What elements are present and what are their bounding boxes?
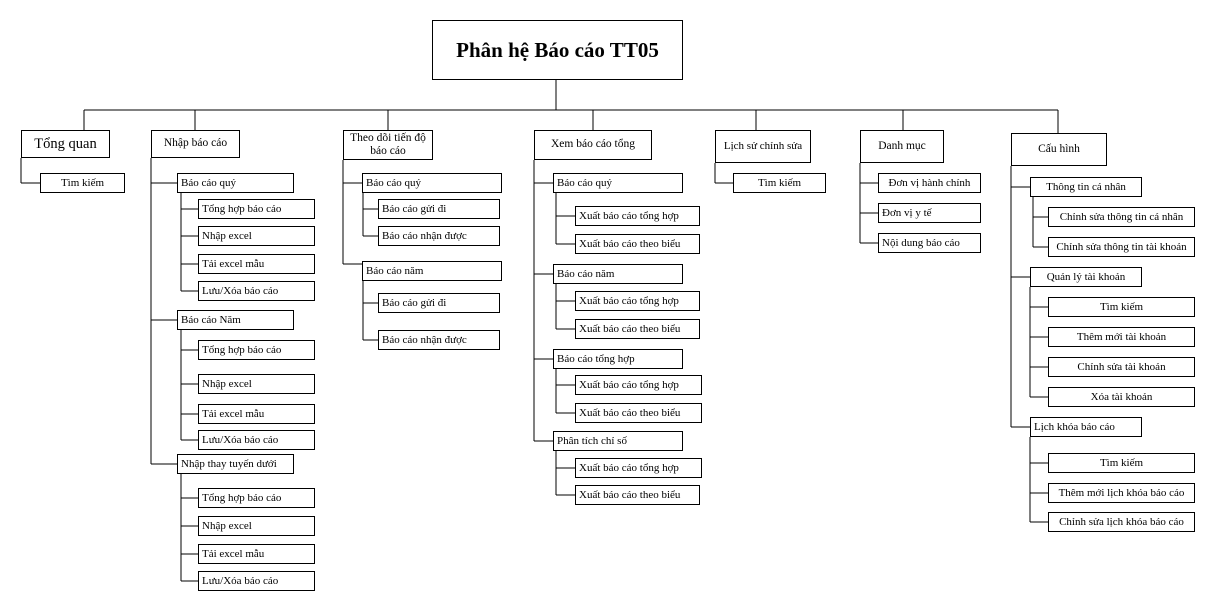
nhap-tuyen-duoi-item: Tổng hợp báo cáo xyxy=(198,488,315,508)
nhap-quy-item: Tổng hợp báo cáo xyxy=(198,199,315,219)
nhap-nam-item: Tải excel mẫu xyxy=(198,404,315,424)
theo-doi-quy-item: Báo cáo nhận được xyxy=(378,226,500,246)
xem-group-quy: Báo cáo quý xyxy=(553,173,683,193)
danh-muc-item: Đơn vị y tế xyxy=(878,203,981,223)
nhap-group-bao-cao-nam: Báo cáo Năm xyxy=(177,310,294,330)
theo-doi-group-quy: Báo cáo quý xyxy=(362,173,502,193)
nhap-tuyen-duoi-item: Lưu/Xóa báo cáo xyxy=(198,571,315,591)
danh-muc-item: Đơn vị hành chính xyxy=(878,173,981,193)
cau-hinh-thong-tin-item: Chỉnh sửa thông tin tài khoản xyxy=(1048,237,1195,257)
cau-hinh-tai-khoan-item: Thêm mới tài khoản xyxy=(1048,327,1195,347)
xem-group-nam: Báo cáo năm xyxy=(553,264,683,284)
lich-su-item: Tìm kiếm xyxy=(733,173,826,193)
module-lich-su-chinh-sua: Lịch sử chỉnh sửa xyxy=(715,130,811,163)
xem-nam-item: Xuất báo cáo tổng hợp xyxy=(575,291,700,311)
nhap-quy-item: Nhập excel xyxy=(198,226,315,246)
cau-hinh-lich-khoa-item: Thêm mới lịch khóa báo cáo xyxy=(1048,483,1195,503)
module-cau-hinh: Cấu hình xyxy=(1011,133,1107,166)
nhap-nam-item: Tổng hợp báo cáo xyxy=(198,340,315,360)
cau-hinh-tai-khoan-item: Chỉnh sửa tài khoản xyxy=(1048,357,1195,377)
nhap-tuyen-duoi-item: Nhập excel xyxy=(198,516,315,536)
danh-muc-item: Nội dung báo cáo xyxy=(878,233,981,253)
cau-hinh-lich-khoa-item: Tìm kiếm xyxy=(1048,453,1195,473)
nhap-nam-item: Nhập excel xyxy=(198,374,315,394)
module-theo-doi-tien-do: Theo dõi tiến độ báo cáo xyxy=(343,130,433,160)
tong-quan-item: Tìm kiếm xyxy=(40,173,125,193)
xem-quy-item: Xuất báo cáo tổng hợp xyxy=(575,206,700,226)
cau-hinh-group-quan-ly-tai-khoan: Quản lý tài khoản xyxy=(1030,267,1142,287)
cau-hinh-group-thong-tin: Thông tin cá nhân xyxy=(1030,177,1142,197)
xem-phan-tich-item: Xuất báo cáo theo biểu xyxy=(575,485,700,505)
nhap-tuyen-duoi-item: Tải excel mẫu xyxy=(198,544,315,564)
cau-hinh-group-lich-khoa: Lịch khóa báo cáo xyxy=(1030,417,1142,437)
nhap-group-thay-tuyen-duoi: Nhập thay tuyến dưới xyxy=(177,454,294,474)
theo-doi-nam-item: Báo cáo gửi đi xyxy=(378,293,500,313)
xem-quy-item: Xuất báo cáo theo biểu xyxy=(575,234,700,254)
theo-doi-quy-item: Báo cáo gửi đi xyxy=(378,199,500,219)
xem-tong-hop-item: Xuất báo cáo tổng hợp xyxy=(575,375,702,395)
nhap-group-bao-cao-quy: Báo cáo quý xyxy=(177,173,294,193)
cau-hinh-lich-khoa-item: Chỉnh sửa lịch khóa báo cáo xyxy=(1048,512,1195,532)
cau-hinh-thong-tin-item: Chỉnh sửa thông tin cá nhân xyxy=(1048,207,1195,227)
xem-tong-hop-item: Xuất báo cáo theo biểu xyxy=(575,403,702,423)
module-danh-muc: Danh mục xyxy=(860,130,944,163)
module-xem-bao-cao-tong: Xem báo cáo tổng xyxy=(534,130,652,160)
nhap-quy-item: Lưu/Xóa báo cáo xyxy=(198,281,315,301)
module-nhap-bao-cao: Nhập báo cáo xyxy=(151,130,240,158)
cau-hinh-tai-khoan-item: Tìm kiếm xyxy=(1048,297,1195,317)
cau-hinh-tai-khoan-item: Xóa tài khoản xyxy=(1048,387,1195,407)
nhap-quy-item: Tải excel mẫu xyxy=(198,254,315,274)
xem-nam-item: Xuất báo cáo theo biểu xyxy=(575,319,700,339)
xem-group-phan-tich: Phân tích chỉ số xyxy=(553,431,683,451)
theo-doi-nam-item: Báo cáo nhận được xyxy=(378,330,500,350)
root-node: Phân hệ Báo cáo TT05 xyxy=(432,20,683,80)
module-tong-quan: Tổng quan xyxy=(21,130,110,158)
xem-phan-tich-item: Xuất báo cáo tổng hợp xyxy=(575,458,702,478)
nhap-nam-item: Lưu/Xóa báo cáo xyxy=(198,430,315,450)
theo-doi-group-nam: Báo cáo năm xyxy=(362,261,502,281)
xem-group-tong-hop: Báo cáo tổng hợp xyxy=(553,349,683,369)
